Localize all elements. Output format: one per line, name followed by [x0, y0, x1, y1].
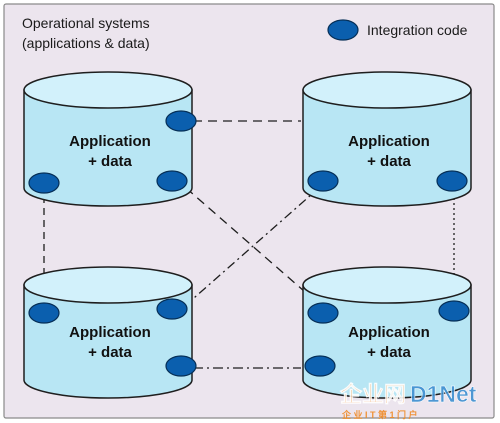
cylinder-top-left-lid: [23, 71, 193, 109]
cylinder-bottom-right-body: [302, 284, 472, 399]
cylinder-bottom-left-line-2: + data: [88, 344, 132, 361]
watermark-brand: 企业网: [339, 382, 406, 407]
watermark-logo: D1Net: [410, 381, 477, 407]
cylinder-bottom-right-line-2: + data: [367, 344, 411, 361]
cylinder-top-right-lid: [302, 71, 472, 109]
integration-port-icon: [165, 110, 197, 132]
cylinder-bottom-right-lid: [302, 266, 472, 304]
legend-label: Integration code: [367, 22, 468, 38]
watermark: 企业网 D1Net 企 业 I T 第 1 门 户: [339, 381, 477, 420]
cylinder-bottom-left-body: [23, 284, 193, 399]
cylinder-top-left-line-2: + data: [88, 153, 132, 170]
integration-port-icon: [28, 302, 60, 324]
integration-port-icon: [28, 172, 60, 194]
cylinder-top-right-line-1: Application: [348, 133, 430, 150]
integration-port-icon: [307, 302, 339, 324]
integration-port-icon: [304, 355, 336, 377]
cylinder-top-left: Application + data: [23, 71, 197, 207]
cylinder-bottom-right-line-1: Application: [348, 324, 430, 341]
cylinder-bottom-left-lid: [23, 266, 193, 304]
cylinder-top-left-body: [23, 89, 193, 207]
watermark-sub: 企 业 I T 第 1 门 户: [341, 409, 418, 420]
cylinder-top-left-line-1: Application: [69, 133, 151, 150]
cylinder-top-right: Application + data: [302, 71, 472, 207]
integration-port-icon: [436, 170, 468, 192]
legend-port-icon: [327, 19, 359, 41]
title-line-2: (applications & data): [22, 35, 150, 51]
cylinder-top-right-line-2: + data: [367, 153, 411, 170]
cylinder-bottom-right: Application + data: [302, 266, 472, 399]
cylinder-top-right-body: [302, 89, 472, 207]
title-line-1: Operational systems: [22, 15, 150, 31]
cylinder-bottom-left: Application + data: [23, 266, 197, 399]
integration-port-icon: [307, 170, 339, 192]
connector-top-right-bottom-left: [185, 186, 321, 306]
integration-port-icon: [165, 355, 197, 377]
cylinder-bottom-left-line-1: Application: [69, 324, 151, 341]
integration-port-icon: [156, 170, 188, 192]
integration-port-icon: [156, 298, 188, 320]
integration-port-icon: [438, 300, 470, 322]
legend: Integration code: [327, 19, 468, 41]
